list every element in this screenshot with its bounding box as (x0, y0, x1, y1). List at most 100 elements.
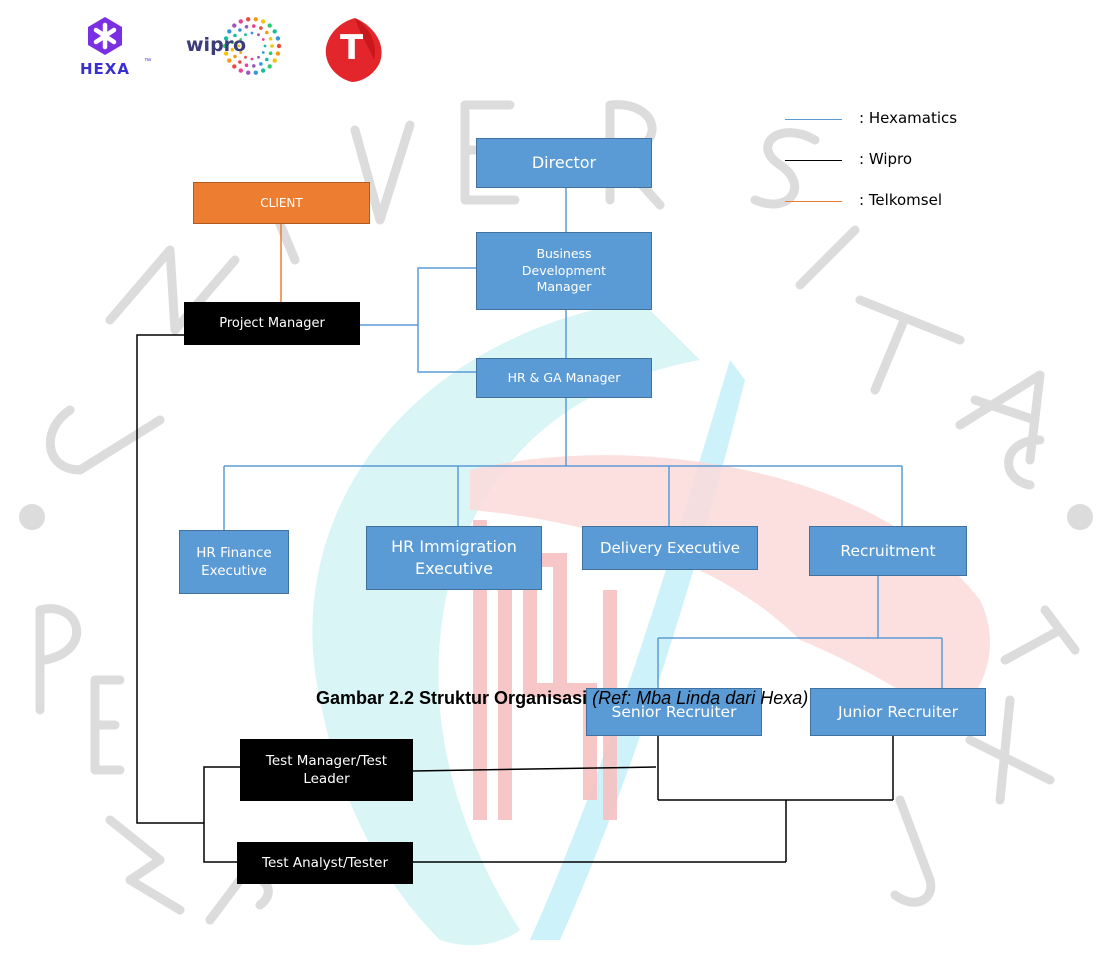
connector-pm-left (136, 334, 204, 824)
wipro-dot (230, 47, 235, 52)
node-hr-finance-label-1: HR Finance (196, 544, 272, 561)
node-hr-finance-label-2: Executive (201, 563, 267, 579)
wipro-dot (268, 37, 273, 41)
node-junior-recruiter-label: Junior Recruiter (838, 702, 958, 721)
watermark-dot-left (19, 504, 45, 530)
wipro-dot (227, 58, 232, 63)
node-client-label: CLIENT (260, 195, 303, 210)
wipro-dot (246, 70, 251, 75)
wipro-dot (275, 36, 281, 41)
wipro-dot (222, 43, 228, 49)
wipro-dot (268, 51, 273, 55)
connector-testmgr-recruiters (412, 766, 657, 772)
wipro-dot (232, 64, 237, 69)
node-senior-recruiter: Senior Recruiter (586, 688, 762, 736)
watermark-letter-i2 (795, 225, 860, 290)
node-director-label: Director (531, 153, 597, 173)
watermark-letter-a (955, 370, 1045, 465)
wipro-dot (276, 43, 282, 49)
wipro-dot (232, 23, 237, 28)
wipro-dot (261, 19, 266, 24)
wipro-dot (272, 29, 277, 34)
node-test-manager: Test Manager/Test Leader (240, 739, 413, 801)
legend-line-hexamatics (785, 119, 842, 120)
watermark-letter-p (35, 604, 82, 715)
wipro-dot (257, 55, 260, 59)
node-bdm-label-3: Manager (536, 279, 592, 295)
watermark-letter-s (750, 128, 820, 209)
wipro-dot (252, 64, 256, 68)
node-project-manager: Project Manager (184, 302, 360, 345)
wipro-dot (238, 28, 242, 32)
hexa-logo-mark (88, 17, 122, 55)
wipro-dot (259, 26, 263, 30)
wipro-dot (261, 68, 266, 73)
node-recruitment: Recruitment (809, 526, 967, 576)
node-test-manager-label-1: Test Manager/Test (265, 752, 388, 769)
wipro-dot (244, 25, 249, 29)
watermark-letter-n (105, 245, 240, 335)
wipro-dot (223, 51, 229, 56)
figure-caption: Gambar 2.2 Struktur Organisasi (Ref: Mba… (316, 688, 1006, 709)
node-director: Director (476, 138, 652, 188)
telkomsel-logo: T (324, 16, 386, 84)
node-hr-ga-manager-label: HR & GA Manager (507, 369, 621, 385)
watermark-letter-u (45, 405, 165, 475)
wipro-dot (237, 44, 241, 48)
node-bdm-label-2: Development (521, 262, 607, 278)
watermark-letter-y (1000, 605, 1080, 665)
hexa-logo: HEXA ™ (80, 16, 151, 86)
node-recruitment-label: Recruitment (840, 541, 936, 560)
wipro-dot (223, 36, 229, 41)
wipro-logo: wipro (186, 16, 282, 76)
node-test-analyst: Test Analyst/Tester (237, 842, 413, 884)
node-senior-recruiter-label: Senior Recruiter (611, 702, 737, 721)
caption-title: Gambar 2.2 Struktur Organisasi (316, 688, 588, 708)
wipro-dot (244, 63, 249, 67)
node-delivery-executive: Delivery Executive (582, 526, 758, 570)
node-hr-ga-manager: HR & GA Manager (476, 358, 652, 398)
node-test-manager-label-2: Leader (303, 771, 350, 787)
connector-test-bracket (203, 766, 240, 863)
legend-label-wipro: : Wipro (859, 150, 913, 168)
wipro-dot (275, 51, 281, 56)
wipro-dot (263, 44, 267, 48)
watermark-dot-right (1067, 504, 1093, 530)
connector-bdm-side (417, 267, 476, 373)
wipro-dot (253, 17, 258, 22)
hexa-logo-text: HEXA (80, 60, 130, 78)
wipro-connectors (136, 334, 894, 863)
wipro-dot (259, 62, 263, 66)
node-hr-immigration-executive: HR Immigration Executive (366, 526, 542, 590)
wipro-dot (239, 38, 243, 41)
legend-label-telkomsel: : Telkomsel (859, 191, 942, 209)
telkomsel-logo-letter: T (340, 28, 364, 68)
node-hr-immigration-label-1: HR Immigration (391, 537, 517, 557)
wipro-dot (238, 19, 243, 24)
wipro-dot (244, 55, 247, 59)
wipro-logo-text: wipro (186, 34, 247, 56)
node-hr-immigration-label-2: Executive (415, 559, 493, 578)
wipro-dot (238, 60, 242, 64)
wipro-dot (267, 23, 272, 28)
wipro-dot (233, 33, 237, 38)
watermark-letter-e2 (90, 675, 125, 775)
wipro-logo-dots (222, 17, 282, 75)
wipro-dot (265, 30, 269, 35)
wipro-dot (244, 33, 247, 37)
wipro-dot (250, 57, 254, 61)
wipro-dot (227, 29, 232, 34)
wipro-dot (230, 40, 235, 45)
wipro-dot (267, 64, 272, 69)
watermark-letter-v (350, 120, 415, 225)
wipro-dot (270, 44, 274, 48)
wipro-dot (238, 68, 243, 73)
node-delivery-executive-label: Delivery Executive (599, 538, 741, 557)
wipro-dot (261, 51, 265, 54)
node-junior-recruiter: Junior Recruiter (810, 688, 986, 736)
wipro-dot (261, 38, 265, 41)
node-client: CLIENT (193, 182, 370, 224)
wipro-dot (252, 24, 256, 28)
node-project-manager-label: Project Manager (219, 315, 325, 331)
wipro-dot (265, 57, 269, 62)
